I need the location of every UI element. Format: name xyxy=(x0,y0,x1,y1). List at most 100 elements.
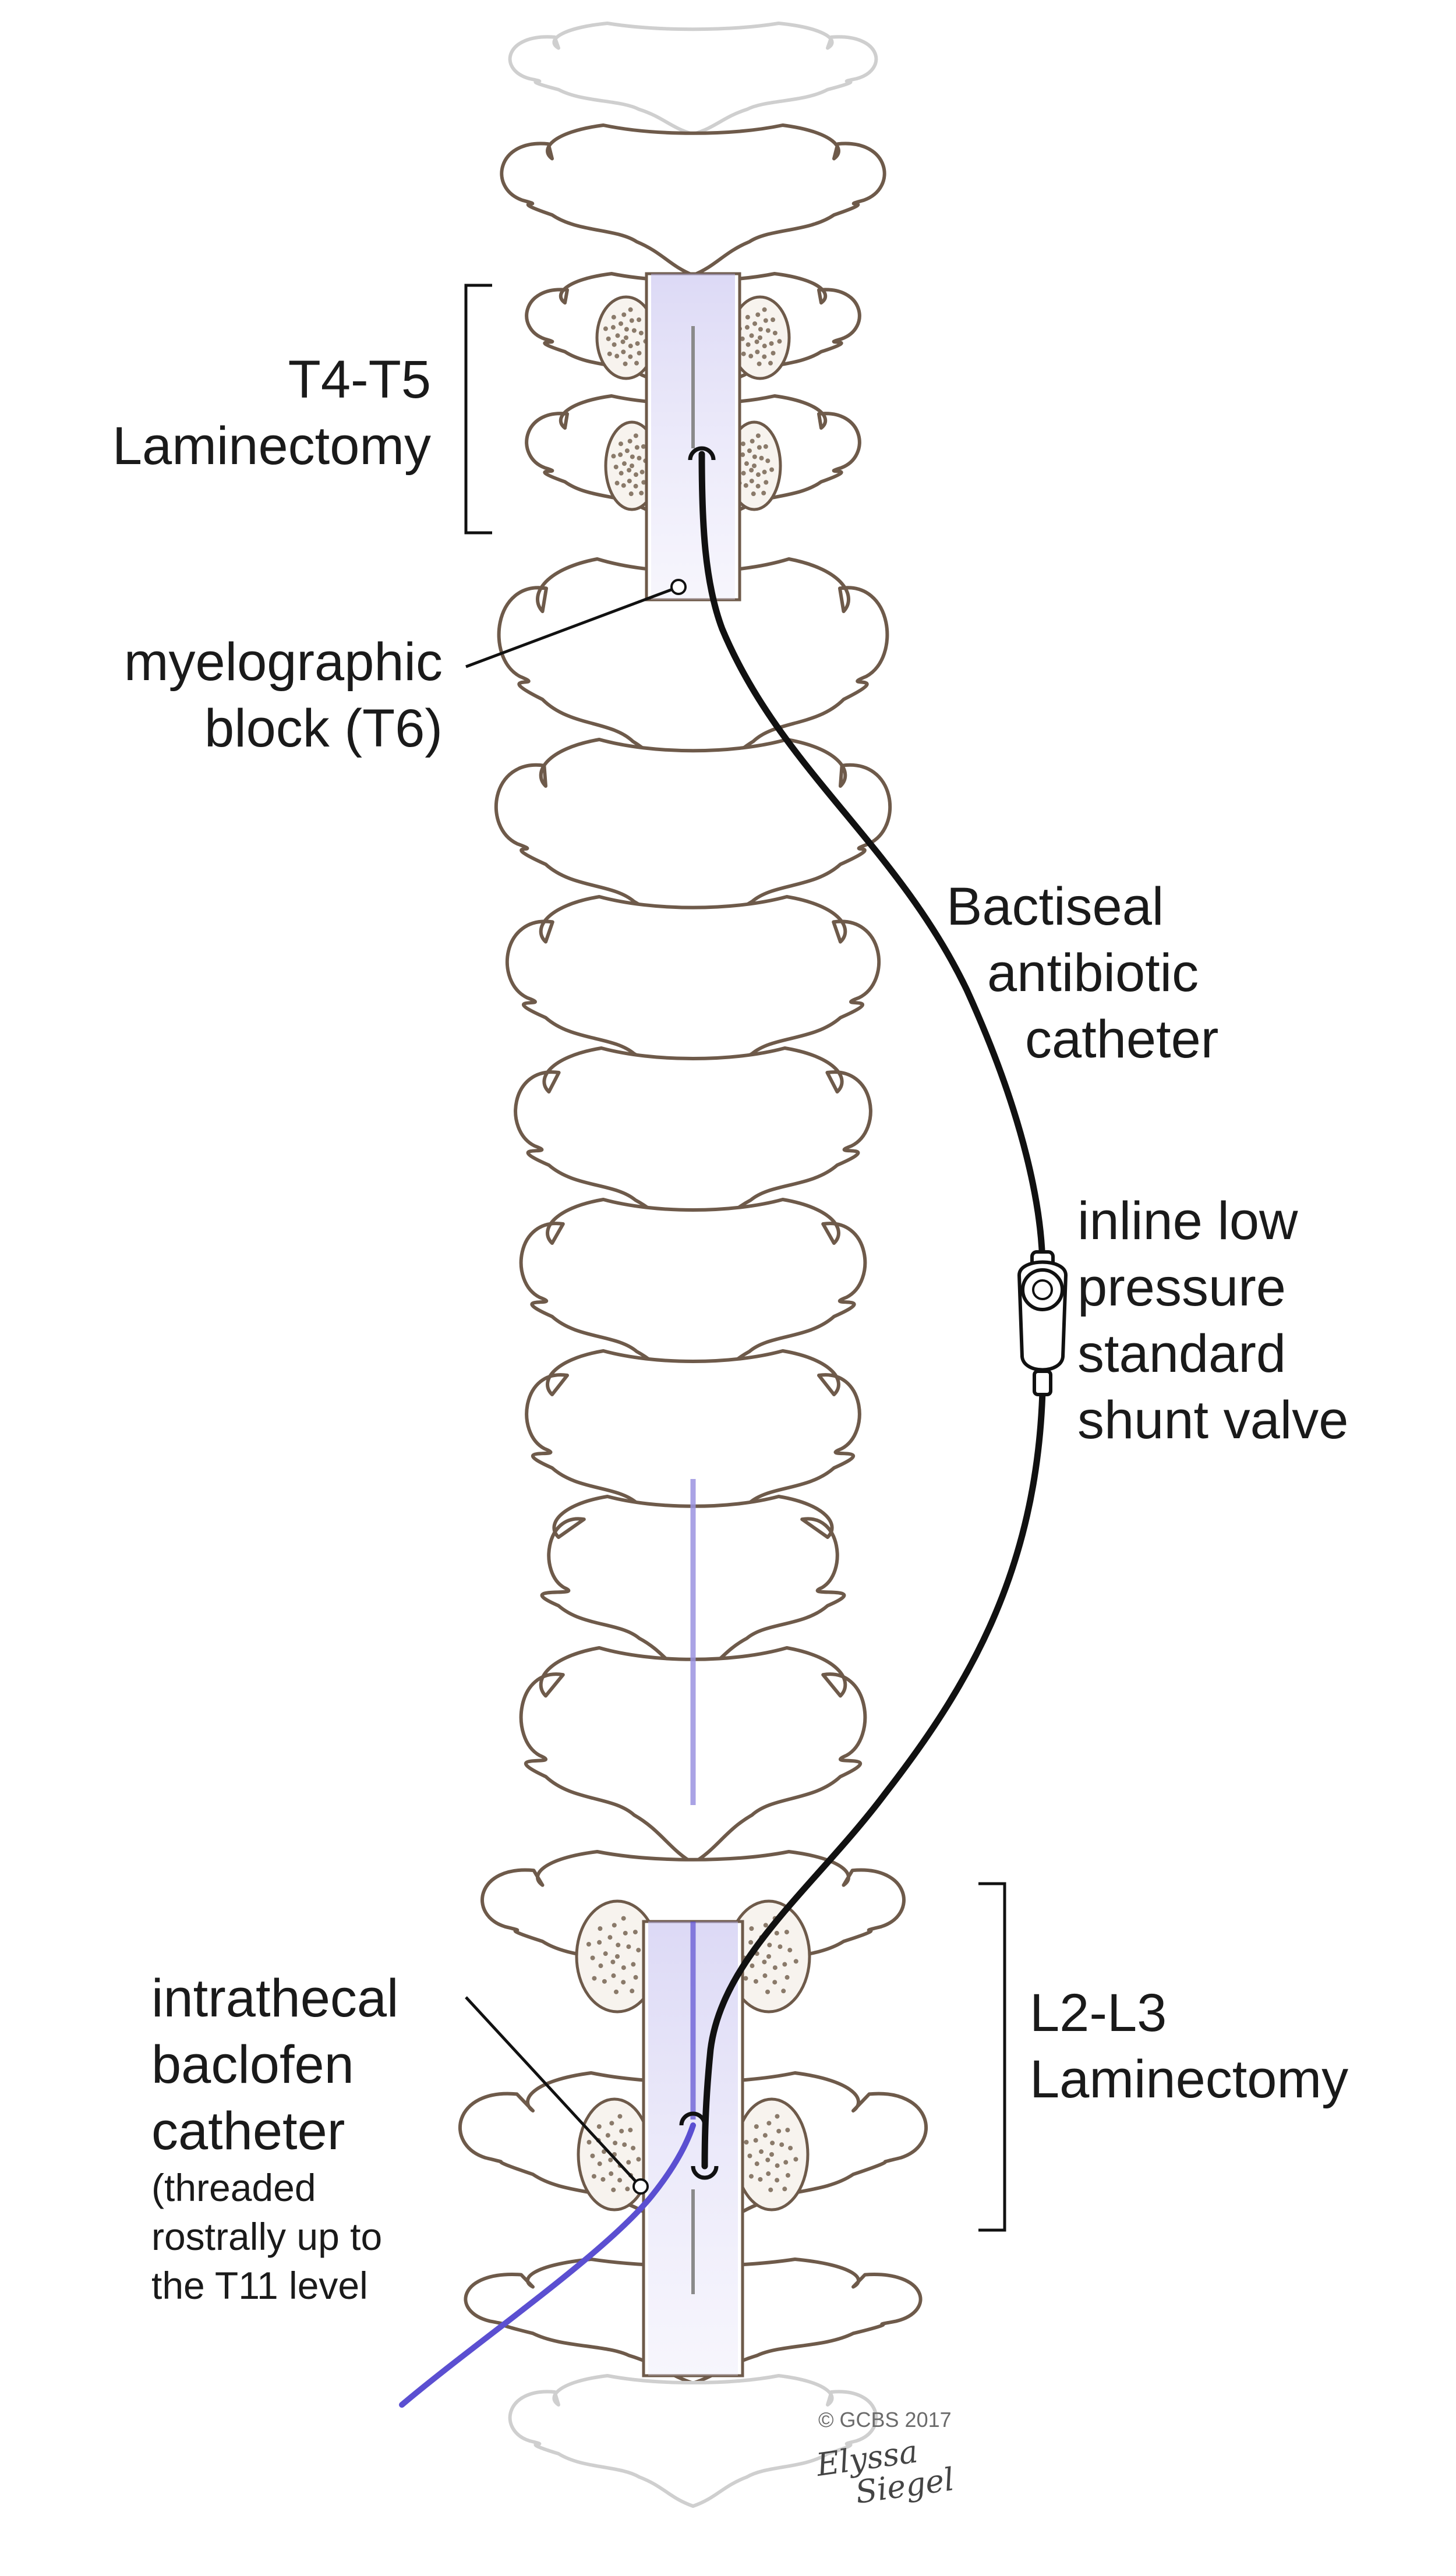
facet-l2-left-speckle xyxy=(616,1942,621,1948)
facet-t4-left-speckle xyxy=(635,341,640,346)
facet-t4-right-speckle xyxy=(755,312,761,317)
facet-t4-left-speckle xyxy=(606,336,611,341)
facet-l3-left-speckle xyxy=(602,2149,607,2154)
facet-l3-right-speckle xyxy=(754,2124,759,2129)
vertebra-faded-top-outline xyxy=(508,22,878,136)
facet-t4-right-speckle xyxy=(745,314,750,320)
facet-t4-left-speckle xyxy=(607,351,612,356)
facet-t5-right-speckle xyxy=(759,455,764,461)
facet-l2-left-speckle xyxy=(598,1926,603,1931)
facet-t4-right-speckle xyxy=(762,354,767,359)
bactiseal-catheter-lower xyxy=(701,1388,1046,2170)
facet-l3-left-speckle xyxy=(597,2161,602,2167)
facet-t4-right-speckle xyxy=(749,333,754,338)
facet-l3-left-speckle xyxy=(590,2153,595,2159)
facet-t5-left-speckle xyxy=(619,470,624,476)
facet-t4-left-speckle xyxy=(621,349,626,355)
vertebra-1 xyxy=(500,123,886,277)
facet-t5-left-speckle xyxy=(630,454,635,459)
facet-t5-left-speckle xyxy=(618,452,623,457)
facet-l3-left-speckle xyxy=(619,2128,624,2133)
facet-t5-right-speckle xyxy=(744,461,749,466)
facet-l2-right-speckle xyxy=(743,1976,748,1981)
facet-t4-left-speckle xyxy=(637,317,642,323)
facet-t4-right-speckle xyxy=(740,336,745,341)
facet-l2-left-speckle xyxy=(592,1976,597,1981)
facet-t5-right-speckle xyxy=(749,468,754,473)
facet-l3-left-speckle xyxy=(626,2160,631,2165)
myelographic-block-marker xyxy=(670,579,687,595)
facet-l2-left-speckle xyxy=(633,1975,638,1980)
facet-t5-left-speckle xyxy=(641,444,646,449)
facet-t5-right-speckle xyxy=(755,483,761,489)
facet-t5-right-speckle xyxy=(740,452,745,457)
facet-l3-right-speckle xyxy=(779,2142,784,2147)
facet-l3-right-speckle xyxy=(748,2174,754,2179)
facet-t4-right-speckle xyxy=(772,330,778,335)
facet-t5-left-speckle xyxy=(621,461,627,466)
facet-t4-right-speckle xyxy=(754,339,759,344)
facet-l2-left-speckle xyxy=(586,1941,591,1947)
facet-l2-right-speckle xyxy=(774,1930,779,1935)
facet-l2-left-speckle xyxy=(621,1980,626,1985)
facet-l2-left-speckle xyxy=(597,1940,602,1945)
facet-l3-right-speckle xyxy=(766,2171,771,2177)
facet-l3-left-speckle xyxy=(596,2124,602,2129)
facet-t5-right-speckle xyxy=(752,463,757,468)
valve-outlet xyxy=(1033,1370,1052,1396)
facet-t4-right-speckle xyxy=(757,361,762,366)
facet-l2-left-speckle xyxy=(614,1989,619,1994)
facet-t4-right-speckle xyxy=(769,341,774,346)
facet-l3-left-speckle xyxy=(613,2140,618,2146)
facet-t4-right-speckle xyxy=(762,307,767,312)
intrathecal-baclofen-catheter xyxy=(399,2122,696,2408)
facet-t5-left-speckle xyxy=(634,445,639,450)
facet-l2-left xyxy=(575,1899,660,2014)
copyright-text: © GCBS 2017 xyxy=(818,2408,952,2432)
facet-l3-right-speckle xyxy=(765,2157,771,2163)
facet-l2-left-speckle xyxy=(611,1973,616,1979)
facet-l3-left-speckle xyxy=(608,2157,613,2163)
facet-l2-left-speckle xyxy=(603,1951,608,1956)
facet-l2-right-speckle xyxy=(766,1954,771,1959)
facet-l3-right-speckle xyxy=(744,2139,749,2145)
facet-l3-left-speckle xyxy=(605,2133,610,2138)
facet-t4-right-speckle xyxy=(771,351,776,356)
facet-l3-right-speckle xyxy=(788,2146,793,2151)
facet-l2-left-speckle xyxy=(630,1988,635,1994)
facet-t5-right-speckle xyxy=(749,479,754,484)
catheter-tip-lower xyxy=(691,2165,719,2180)
label-baclofen-note: (threaded rostrally up to the T11 level xyxy=(151,2166,383,2307)
facet-l3-left-speckle xyxy=(628,2128,633,2133)
facet-t4-left-speckle xyxy=(621,312,627,317)
facet-l3-right-speckle xyxy=(770,2140,775,2146)
facet-t4-right-speckle xyxy=(755,349,760,355)
facet-t5-left-speckle xyxy=(641,480,646,485)
shunt-valve xyxy=(1017,1250,1068,1396)
facet-t5-left-speckle xyxy=(637,455,642,461)
facet-l2-right-speckle xyxy=(767,1942,772,1948)
facet-l3-right-speckle xyxy=(775,2114,780,2119)
facet-t4-right-speckle xyxy=(768,360,773,366)
facet-l2-left-speckle xyxy=(612,1923,617,1928)
vertebra-faded-top xyxy=(508,22,878,136)
facet-t4-left-speckle xyxy=(624,335,628,340)
facet-l3-right-speckle xyxy=(762,2133,768,2138)
facet-t4-left-speckle xyxy=(619,321,624,326)
facet-l3-left-speckle xyxy=(609,2171,614,2177)
label-myelographic-block: myelographic block (T6) xyxy=(123,632,443,758)
facet-t4-left-speckle xyxy=(623,361,628,366)
facet-l2-right-speckle xyxy=(784,1975,790,1980)
facet-t5-right-speckle xyxy=(741,470,746,476)
facet-l3-right-speckle xyxy=(758,2177,763,2182)
facet-t5-left-speckle xyxy=(630,463,634,468)
facet-t4-right-speckle xyxy=(741,351,746,356)
facet-l3-right-speckle xyxy=(775,2163,780,2168)
facet-t4-left-speckle xyxy=(603,326,608,331)
facet-t4-left-speckle xyxy=(624,327,629,332)
facet-t5-left-speckle xyxy=(633,433,638,438)
facet-l3-left-speckle xyxy=(600,2177,606,2182)
leader-lines xyxy=(464,284,1006,2232)
facet-l2-right-speckle xyxy=(772,1965,778,1970)
